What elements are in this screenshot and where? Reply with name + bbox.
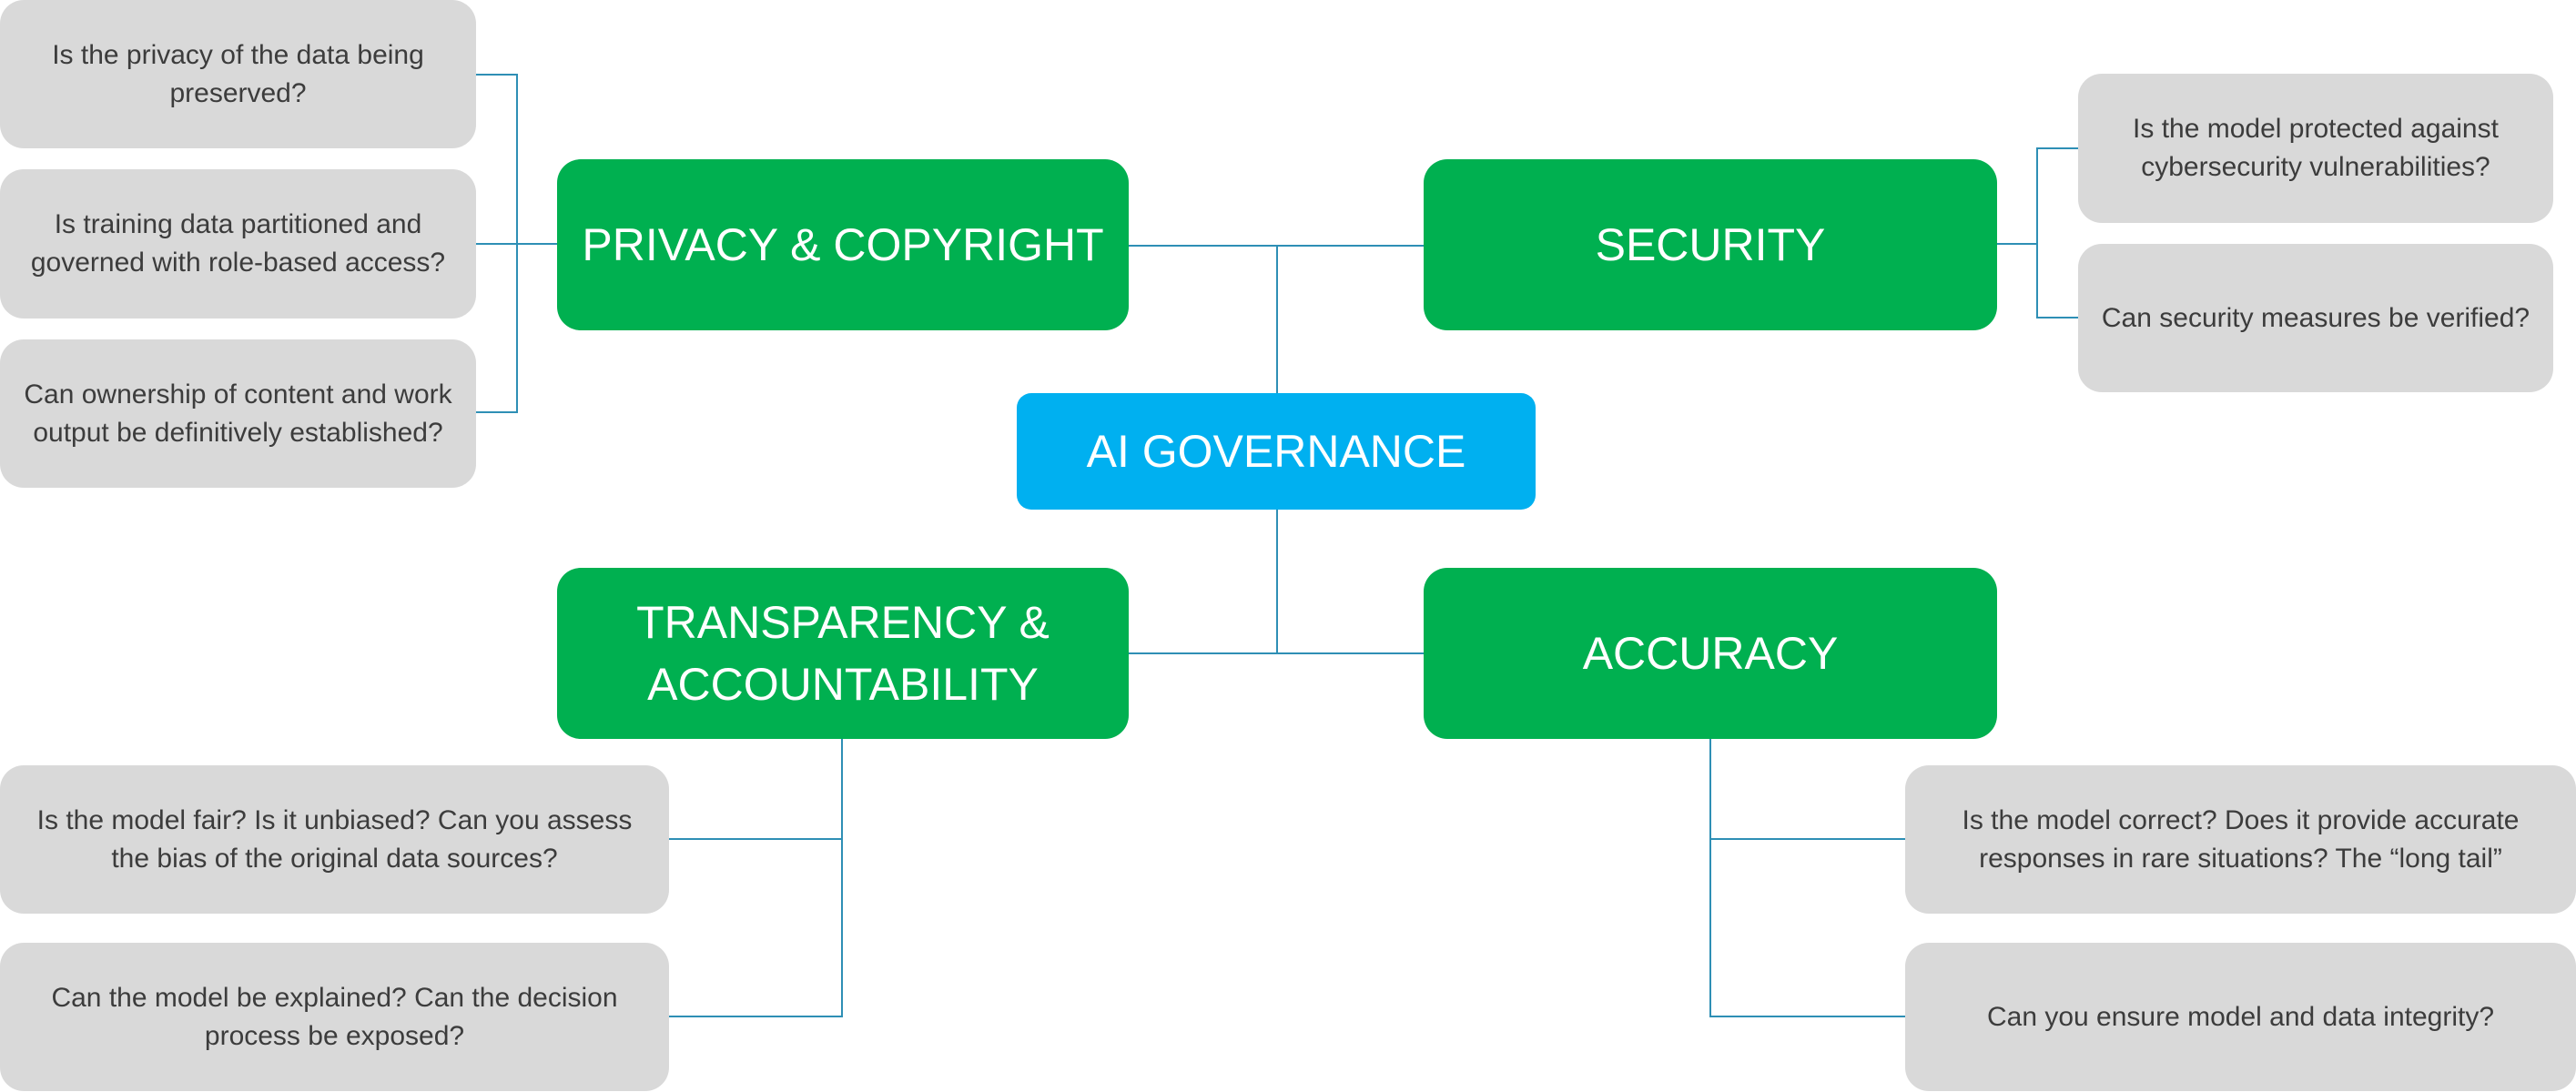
- privacy-question-3: Can ownership of content and work output…: [0, 339, 476, 488]
- accuracy-question-2: Can you ensure model and data integrity?: [1905, 943, 2576, 1091]
- security-question-2: Can security measures be verified?: [2078, 244, 2553, 392]
- transparency-question-2: Can the model be explained? Can the deci…: [0, 943, 669, 1091]
- transparency-question-1: Is the model fair? Is it unbiased? Can y…: [0, 765, 669, 914]
- ai-governance-center-node: AI GOVERNANCE: [1017, 393, 1536, 510]
- privacy-question-2: Is training data partitioned and governe…: [0, 169, 476, 318]
- accuracy-question-1: Is the model correct? Does it provide ac…: [1905, 765, 2576, 914]
- accuracy-node: ACCURACY: [1424, 568, 1997, 739]
- security-node: SECURITY: [1424, 159, 1997, 330]
- privacy-copyright-node: PRIVACY & COPYRIGHT: [557, 159, 1129, 330]
- transparency-accountability-node: TRANSPARENCY & ACCOUNTABILITY: [557, 568, 1129, 739]
- security-question-1: Is the model protected against cybersecu…: [2078, 74, 2553, 223]
- privacy-question-1: Is the privacy of the data being preserv…: [0, 0, 476, 148]
